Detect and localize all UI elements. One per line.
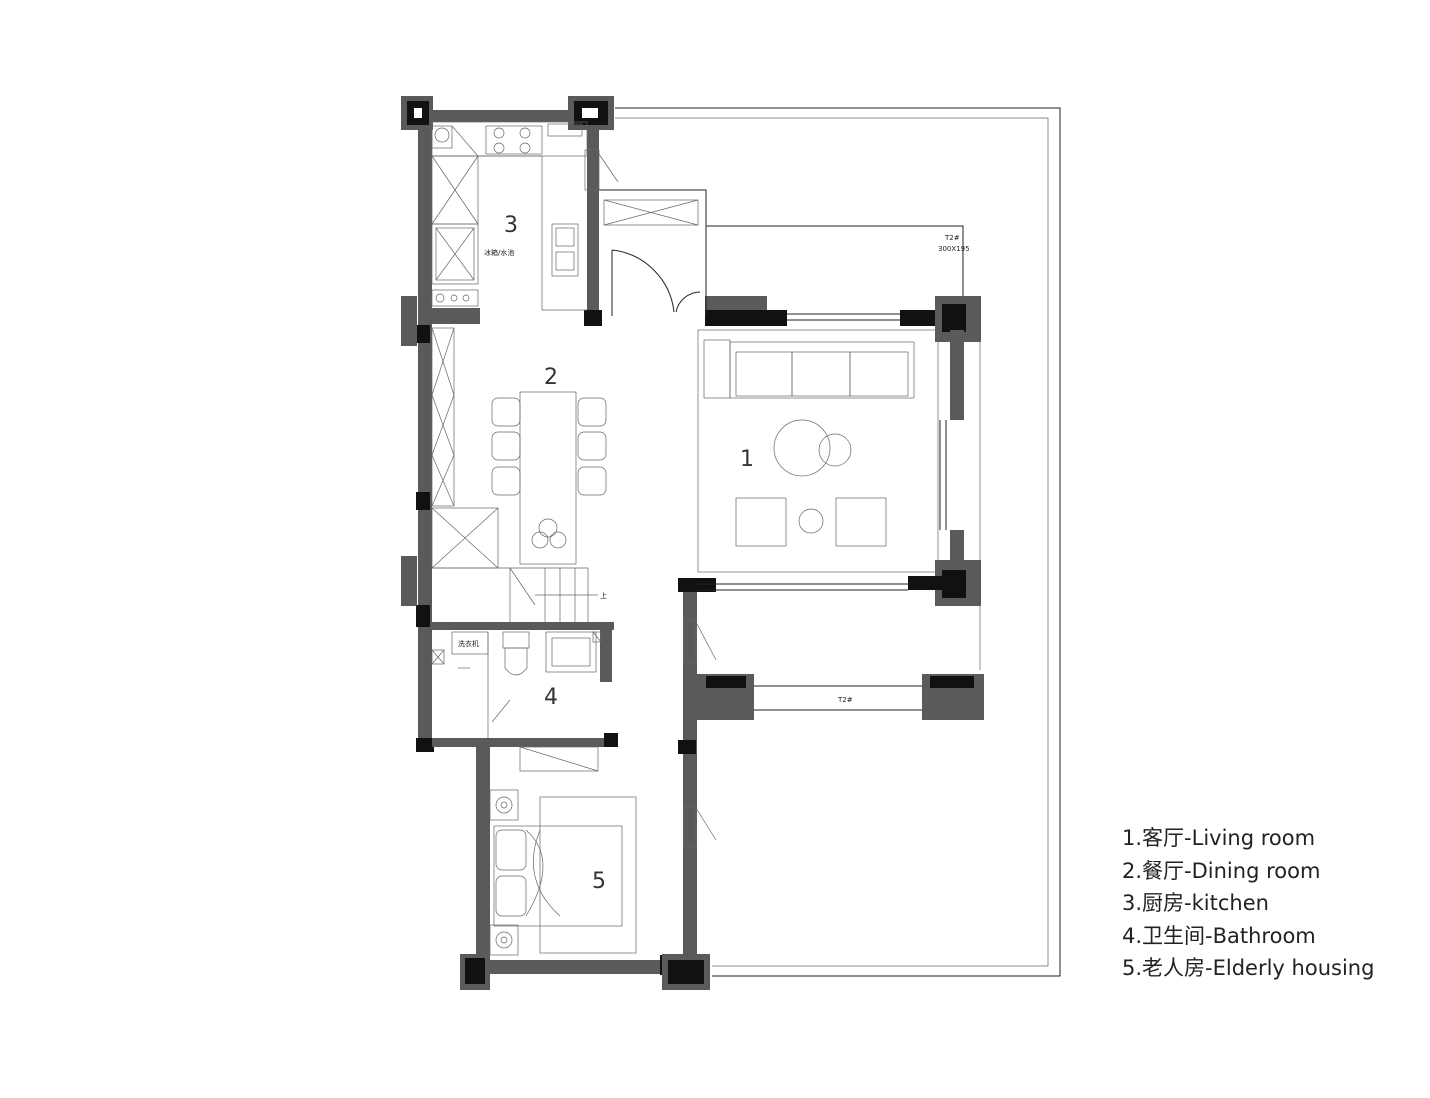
exterior-walls <box>416 110 716 975</box>
living-room-walls <box>697 296 981 606</box>
fridge-note: 冰箱/水池 <box>484 248 514 257</box>
room-number-4: 4 <box>544 685 558 710</box>
corner-pilasters <box>401 96 710 990</box>
washer-note: 洗衣机 <box>458 639 479 648</box>
skylight-code: T2# <box>944 234 960 242</box>
pergola: T2# <box>694 674 984 720</box>
room-number-5: 5 <box>592 869 606 894</box>
dining-fixtures <box>431 327 607 565</box>
bedroom-fixtures <box>489 619 717 956</box>
room-legend: 1.客厅-Living room 2.餐厅-Dining room 3.厨房-k… <box>1122 822 1374 985</box>
room-number-1: 1 <box>740 447 754 472</box>
stair-mark: 上 <box>600 591 607 600</box>
entry-canopy: T2# 300X195 <box>599 189 970 316</box>
room-number-2: 2 <box>544 365 558 390</box>
kitchen-fixtures: 冰箱/水池 <box>431 121 619 311</box>
room-number-3: 3 <box>504 213 518 238</box>
staircase: 上 <box>431 507 607 622</box>
legend-item: 3.厨房-kitchen <box>1122 891 1269 915</box>
legend-item: 5.老人房-Elderly housing <box>1122 956 1375 980</box>
skylight-size: 300X195 <box>938 245 970 253</box>
bathroom-fixtures: 洗衣机 <box>431 631 602 738</box>
living-room-furniture <box>697 329 939 573</box>
legend-item: 1.客厅-Living room <box>1122 826 1316 850</box>
terrace-outline <box>615 107 1061 977</box>
legend-item: 4.卫生间-Bathroom <box>1122 923 1316 948</box>
terrace-code: T2# <box>837 696 853 704</box>
legend-item: 2.餐厅-Dining room <box>1122 858 1321 883</box>
